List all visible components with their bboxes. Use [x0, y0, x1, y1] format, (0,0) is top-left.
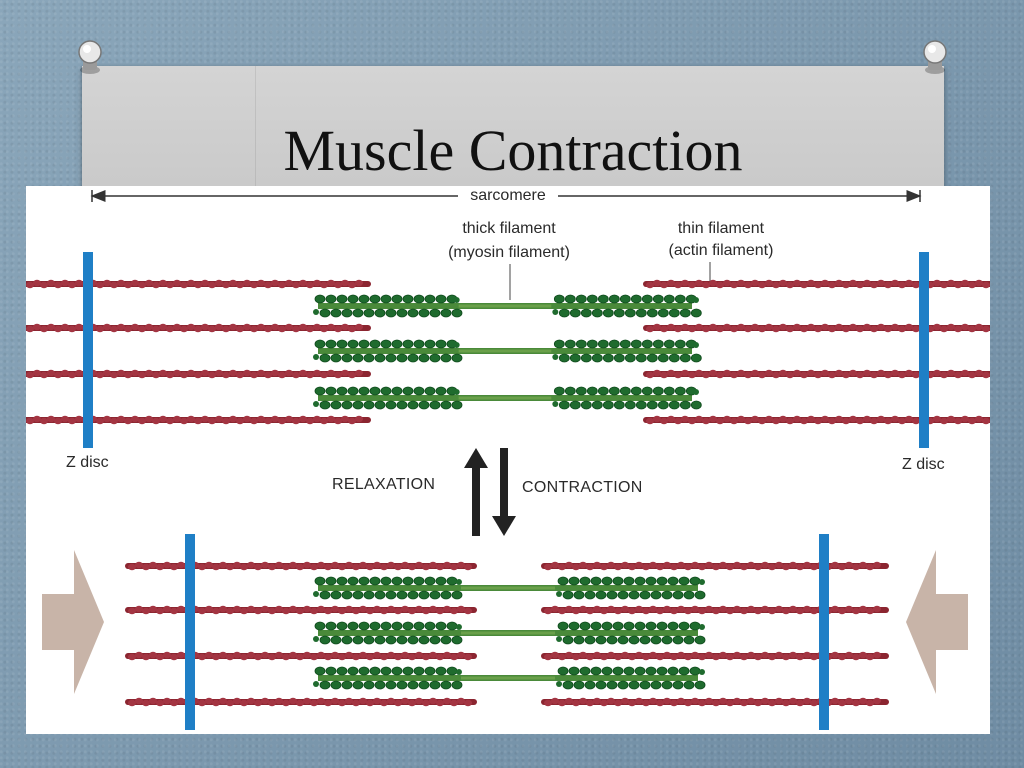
- thin-filament-label: thin filament: [677, 220, 765, 237]
- z-disc: [819, 534, 829, 730]
- contraction-label: CONTRACTION: [522, 479, 643, 496]
- actin-filament: [125, 561, 477, 571]
- actin-filament: [125, 651, 477, 661]
- sarcomere-label: sarcomere: [458, 186, 558, 206]
- actin-filament: [643, 323, 990, 333]
- pushpin-icon: [78, 40, 102, 74]
- z-disc: [919, 252, 929, 448]
- push-left-arrow-icon: [906, 550, 968, 694]
- actin-filament: [26, 279, 371, 289]
- relaxed-sarcomere: [26, 252, 990, 448]
- title-banner: [82, 66, 944, 196]
- myosin-filament: [313, 666, 706, 690]
- myosin-filament-label: (myosin filament): [448, 244, 570, 261]
- actin-filament: [125, 697, 477, 707]
- actin-filament: [541, 697, 889, 707]
- thick-filament-label: thick filament: [462, 220, 556, 237]
- myosin-filament: [313, 621, 706, 645]
- actin-filament: [643, 369, 990, 379]
- z-disc: [185, 534, 195, 730]
- actin-filament: [26, 323, 371, 333]
- up-arrow-icon: [464, 448, 488, 536]
- relaxation-label: RELAXATION: [332, 476, 436, 493]
- actin-filament: [541, 561, 889, 571]
- push-right-arrow-icon: [42, 550, 104, 694]
- sarcomere-diagram: sarcomere thick filament (myosin filamen…: [26, 186, 990, 734]
- actin-filament: [26, 415, 371, 425]
- actin-filament-label: (actin filament): [668, 242, 774, 259]
- actin-filament: [643, 279, 990, 289]
- actin-filament: [541, 651, 889, 661]
- myosin-filament: [313, 386, 702, 410]
- actin-filament: [125, 605, 477, 615]
- z-disc-left-label: Z disc: [66, 454, 109, 471]
- z-disc: [83, 252, 93, 448]
- z-disc-right-label: Z disc: [902, 456, 945, 473]
- myosin-filament: [313, 339, 702, 363]
- sarcomere-diagram-svg: [26, 190, 990, 730]
- slide-title: Muscle Contraction: [283, 118, 743, 183]
- actin-filament: [643, 415, 990, 425]
- down-arrow-icon: [492, 448, 516, 536]
- actin-filament: [26, 369, 371, 379]
- banner-fold-line: [255, 66, 256, 196]
- myosin-filament: [313, 576, 706, 600]
- pushpin-icon: [923, 40, 947, 74]
- contracted-sarcomere: [125, 534, 889, 730]
- myosin-filament: [313, 294, 702, 318]
- actin-filament: [541, 605, 889, 615]
